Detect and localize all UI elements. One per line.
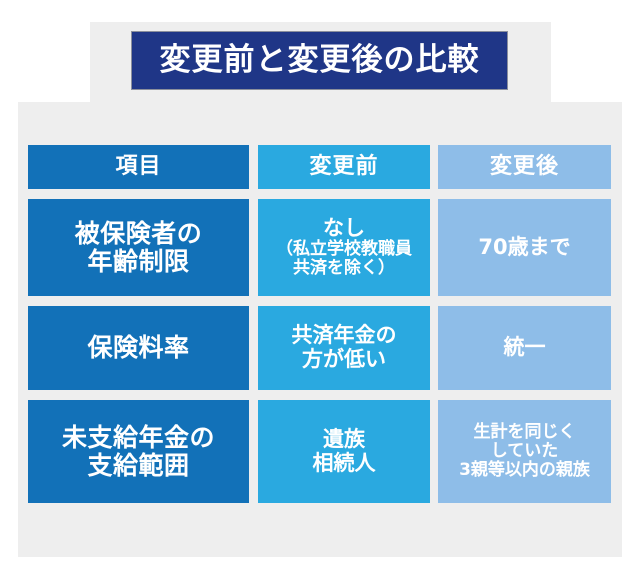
row3-after-line3: 3親等以内の親族 [459, 460, 590, 481]
column-header-before-label: 変更前 [309, 153, 379, 179]
column-header-after-label: 変更後 [489, 153, 559, 179]
row2-before-line1: 共済年金の [291, 323, 397, 348]
row1-after-line1: 70歳まで [478, 234, 571, 259]
row1-item-line1: 被保険者の [74, 218, 203, 248]
row2-before-line2: 方が低い [302, 347, 386, 371]
table-header-row: 項目 変更前 変更後 [28, 145, 611, 189]
row1-before-line3: 共済を除く） [293, 258, 395, 279]
column-header-before: 変更前 [258, 145, 430, 189]
row3-after-line1: 生計を同じく [473, 421, 576, 442]
row1-after-cell: 70歳まで [438, 199, 611, 296]
comparison-table: 項目 変更前 変更後 被保険者の 年齢制限 なし （私立学校教職員 共済を除く）… [28, 145, 611, 503]
table-row: 保険料率 共済年金の 方が低い 統一 [28, 306, 611, 390]
row3-after-line2: していた [490, 440, 559, 461]
table-row: 被保険者の 年齢制限 なし （私立学校教職員 共済を除く） 70歳まで [28, 199, 611, 296]
row3-before-cell: 遺族 相続人 [258, 400, 430, 503]
row3-before-line1: 遺族 [323, 426, 365, 451]
row1-before-line2: （私立学校教職員 [276, 239, 412, 260]
row1-before-cell: なし （私立学校教職員 共済を除く） [258, 199, 430, 296]
row2-before-cell: 共済年金の 方が低い [258, 306, 430, 390]
row3-before-line2: 相続人 [312, 450, 376, 475]
page-title: 変更前と変更後の比較 [159, 42, 480, 78]
row3-after-cell: 生計を同じく していた 3親等以内の親族 [438, 400, 611, 503]
column-header-after: 変更後 [438, 145, 611, 189]
column-header-item: 項目 [28, 145, 249, 189]
row3-item-cell: 未支給年金の 支給範囲 [28, 400, 249, 503]
row3-item-line2: 支給範囲 [87, 450, 190, 480]
row1-before-line1: なし [323, 215, 365, 240]
row2-after-line1: 統一 [503, 335, 546, 360]
table-row: 未支給年金の 支給範囲 遺族 相続人 生計を同じく していた 3親等以内の親族 [28, 400, 611, 503]
row2-item-line1: 保険料率 [87, 333, 190, 362]
row2-item-cell: 保険料率 [28, 306, 249, 390]
column-header-item-label: 項目 [115, 153, 162, 179]
row2-after-cell: 統一 [438, 306, 611, 390]
row1-item-cell: 被保険者の 年齢制限 [28, 199, 249, 296]
title-banner: 変更前と変更後の比較 [131, 31, 508, 90]
row3-item-line1: 未支給年金の [61, 422, 215, 452]
row1-item-line2: 年齢制限 [87, 246, 190, 276]
